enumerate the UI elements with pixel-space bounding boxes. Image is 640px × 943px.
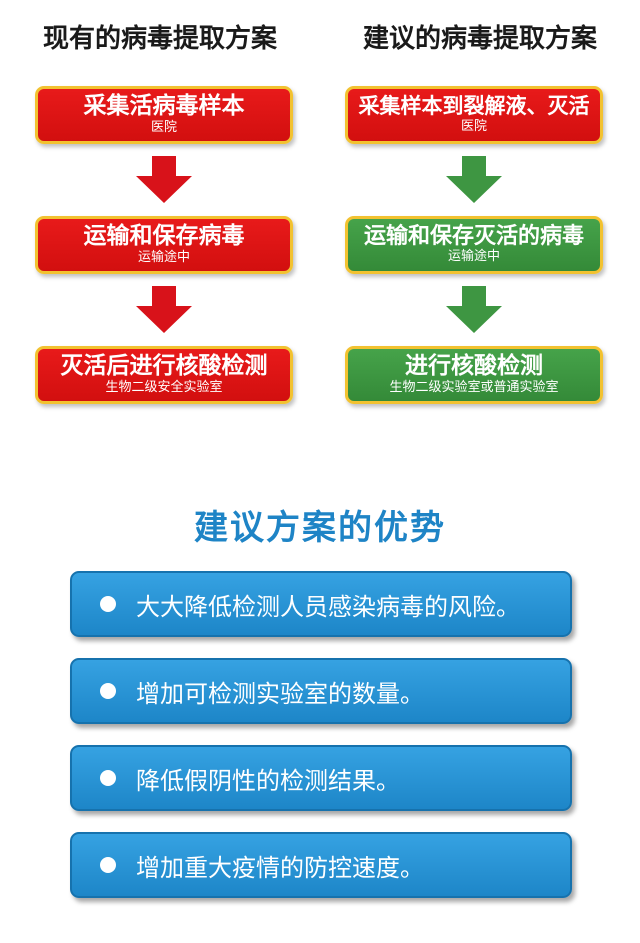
current-step-3-location: 生物二级安全实验室 — [105, 379, 223, 395]
bullet-icon — [100, 857, 116, 873]
arrow-down-icon — [136, 156, 192, 203]
proposed-step-1: 采集样本到裂解液、灭活 医院 — [345, 86, 603, 144]
proposed-step-3-location: 生物二级实验室或普通实验室 — [389, 379, 559, 395]
current-step-1: 采集活病毒样本 医院 — [35, 86, 293, 144]
current-step-1-location: 医院 — [150, 119, 177, 135]
proposed-step-1-label: 采集样本到裂解液、灭活 — [358, 94, 590, 119]
current-step-2: 运输和保存病毒 运输途中 — [35, 216, 293, 274]
current-step-3: 灭活后进行核酸检测 生物二级安全实验室 — [35, 346, 293, 404]
advantage-item: 增加可检测实验室的数量。 — [70, 658, 572, 724]
advantage-item: 降低假阴性的检测结果。 — [70, 745, 572, 811]
bullet-icon — [100, 683, 116, 699]
bullet-icon — [100, 770, 116, 786]
advantage-item: 增加重大疫情的防控速度。 — [70, 832, 572, 898]
advantage-text: 降低假阴性的检测结果。 — [136, 766, 400, 795]
proposed-step-2-location: 运输途中 — [447, 249, 500, 265]
arrow-down-icon — [136, 286, 192, 333]
advantage-text: 增加可检测实验室的数量。 — [136, 679, 424, 708]
advantage-text: 大大降低检测人员感染病毒的风险。 — [136, 592, 520, 621]
proposed-step-1-location: 医院 — [460, 118, 487, 134]
proposed-step-3-label: 进行核酸检测 — [405, 353, 543, 380]
advantage-text: 增加重大疫情的防控速度。 — [136, 853, 424, 882]
current-plan-title: 现有的病毒提取方案 — [42, 24, 277, 54]
current-step-2-label: 运输和保存病毒 — [83, 223, 245, 250]
current-step-2-location: 运输途中 — [137, 249, 190, 265]
arrow-down-icon — [446, 286, 502, 333]
bullet-icon — [100, 596, 116, 612]
advantage-item: 大大降低检测人员感染病毒的风险。 — [70, 571, 572, 637]
arrow-down-icon — [446, 156, 502, 203]
proposed-step-2: 运输和保存灭活的病毒 运输途中 — [345, 216, 603, 274]
advantages-title: 建议方案的优势 — [194, 508, 446, 548]
current-step-3-label: 灭活后进行核酸检测 — [60, 353, 268, 380]
proposed-plan-title: 建议的病毒提取方案 — [362, 24, 597, 54]
proposed-step-3: 进行核酸检测 生物二级实验室或普通实验室 — [345, 346, 603, 404]
current-step-1-label: 采集活病毒样本 — [83, 93, 245, 120]
proposed-step-2-label: 运输和保存灭活的病毒 — [363, 223, 584, 249]
